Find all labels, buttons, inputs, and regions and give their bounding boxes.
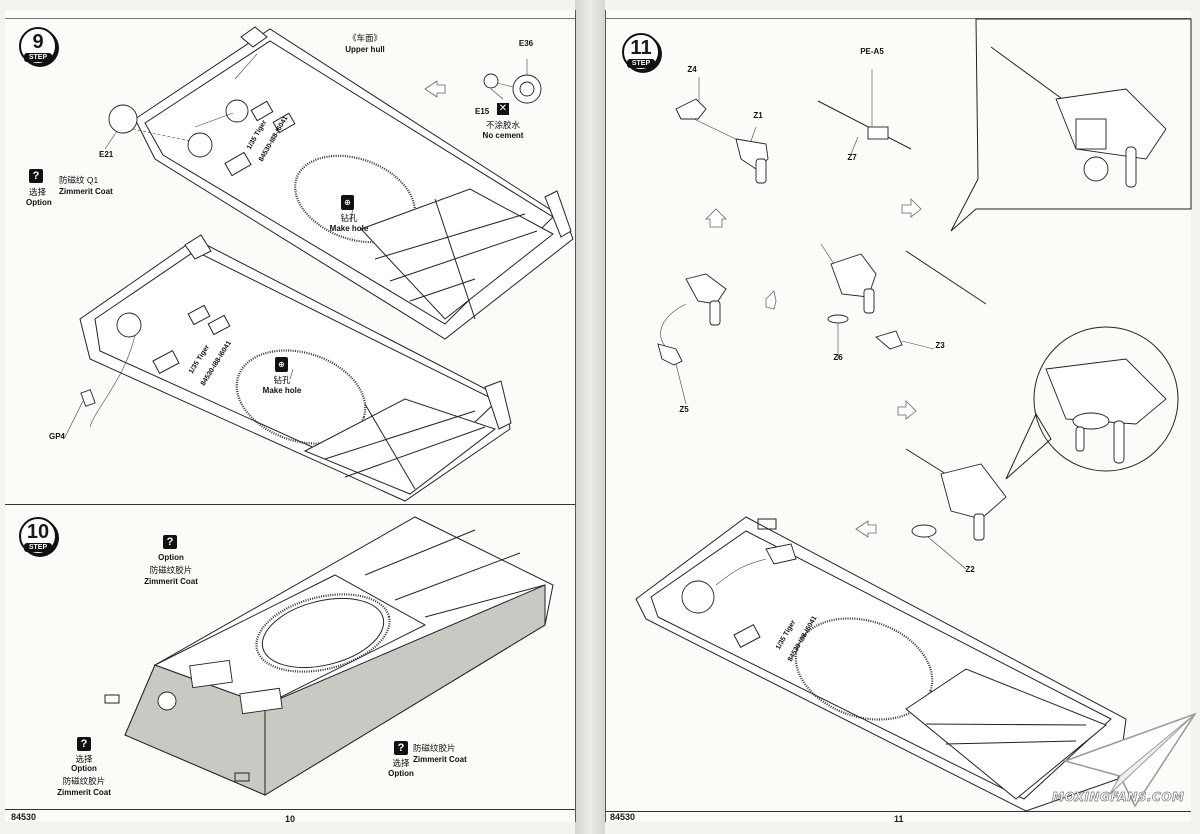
part-label-e36: E36 xyxy=(518,39,534,48)
book-gutter xyxy=(575,0,605,834)
assembly-arrow-icon xyxy=(705,208,727,228)
option-label-cn: 选择 xyxy=(29,187,47,197)
zimmerit-q1-cn: 防磁纹 Q1 xyxy=(59,175,99,185)
option-label-right-en: Option xyxy=(388,769,414,778)
step-label: STEP xyxy=(24,53,52,62)
gun-assembly-detail xyxy=(990,46,1167,188)
step-11-panel: 11 STEP xyxy=(606,18,1192,812)
part-label-z6: Z6 xyxy=(833,353,843,362)
assembly-arrow-icon xyxy=(897,400,917,420)
page-number: 10 xyxy=(285,814,296,824)
step-number: 9 xyxy=(32,31,44,53)
upper-hull-bottom xyxy=(79,234,512,502)
part-label-z7: Z7 xyxy=(847,153,857,162)
zimmerit-top-en: Zimmerit Coat xyxy=(144,577,198,586)
instruction-page-10: 9 STEP xyxy=(5,10,576,824)
make-hole-top-cn: 钻孔 xyxy=(340,213,358,223)
part-label-z4: Z4 xyxy=(687,65,697,74)
zimmerit-q1-en: Zimmerit Coat xyxy=(59,187,113,196)
drill-icon: ⊕ xyxy=(341,195,354,210)
kit-number: 84530 xyxy=(11,812,37,822)
no-cement-label-cn: 不涂胶水 xyxy=(485,120,521,130)
make-hole-bottom-cn: 钻孔 xyxy=(273,375,291,385)
part-label-pe-a5: PE-A5 xyxy=(860,47,884,56)
part-label-e15: E15 xyxy=(475,107,490,116)
detail-callout-circle xyxy=(1033,326,1179,472)
part-label-gp4: GP4 xyxy=(49,432,66,441)
step-label: STEP xyxy=(627,59,655,68)
part-label-z1: Z1 xyxy=(753,111,763,120)
assembly-arrow-icon xyxy=(855,520,877,538)
option-label-left-cn: 选择 xyxy=(75,754,93,764)
step-10-badge: 10 STEP xyxy=(19,517,57,555)
no-cement-icon: ✕ xyxy=(497,103,509,115)
question-mark-icon: ? xyxy=(394,741,408,755)
zimmerit-left-cn: 防磁纹胶片 xyxy=(62,776,106,786)
part-label-z2: Z2 xyxy=(965,565,975,574)
page-number: 11 xyxy=(894,814,904,824)
zimmerit-right-cn: 防磁纹胶片 xyxy=(413,743,456,753)
part-label-z5: Z5 xyxy=(679,405,689,414)
zimmerit-right-en: Zimmerit Coat xyxy=(413,755,467,764)
assembly-arrow-icon xyxy=(765,290,777,310)
upper-hull-diagram-step9 xyxy=(64,26,574,502)
zimmerit-left-en: Zimmerit Coat xyxy=(57,788,111,797)
upper-hull-label-en: Upper hull xyxy=(345,45,385,54)
part-e36-e15 xyxy=(483,73,542,104)
question-mark-icon: ? xyxy=(29,169,43,183)
make-hole-top-en: Make hole xyxy=(329,224,369,233)
paper-plane-logo xyxy=(1062,712,1197,808)
option-label-top: Option xyxy=(158,553,184,562)
step-number: 10 xyxy=(26,521,50,543)
kit-number: 84530 xyxy=(610,812,636,822)
option-label-en: Option xyxy=(26,198,52,207)
part-label-e21: E21 xyxy=(99,150,114,159)
assembly-arrow-icon xyxy=(901,198,922,218)
upper-hull-label-cn: 《车面》 xyxy=(347,33,383,43)
step-11-badge: 11 STEP xyxy=(622,33,660,71)
instruction-page-11: 11 STEP xyxy=(605,10,1192,824)
step-9-badge: 9 STEP xyxy=(19,27,57,65)
detail-callout-box xyxy=(950,18,1192,232)
zimmerit-top-cn: 防磁纹胶片 xyxy=(149,565,193,575)
upper-hull-right xyxy=(635,516,1127,812)
question-mark-icon: ? xyxy=(163,535,177,549)
no-cement-label-en: No cement xyxy=(482,131,524,140)
part-label-z3: Z3 xyxy=(935,341,945,350)
make-hole-bottom-en: Make hole xyxy=(262,386,302,395)
option-label-left-en: Option xyxy=(71,764,97,773)
gun-mount-diagram xyxy=(635,18,1192,812)
upper-hull-top xyxy=(108,26,574,340)
step-label: STEP xyxy=(24,543,52,552)
zimmerit-hull-diagram xyxy=(104,516,554,796)
drill-icon: ⊕ xyxy=(275,357,288,372)
step-number: 11 xyxy=(630,37,652,59)
step-10-panel: 10 STEP ? Option 防磁纹胶片 Zimmerit Coat ? 选… xyxy=(5,504,575,810)
question-mark-icon: ? xyxy=(77,737,91,751)
assembly-arrow-icon xyxy=(424,80,446,98)
step-9-panel: 9 STEP xyxy=(5,18,575,505)
option-label-right-cn: 选择 xyxy=(392,758,410,768)
watermark: MOXINGFANS.COM xyxy=(1052,790,1185,805)
